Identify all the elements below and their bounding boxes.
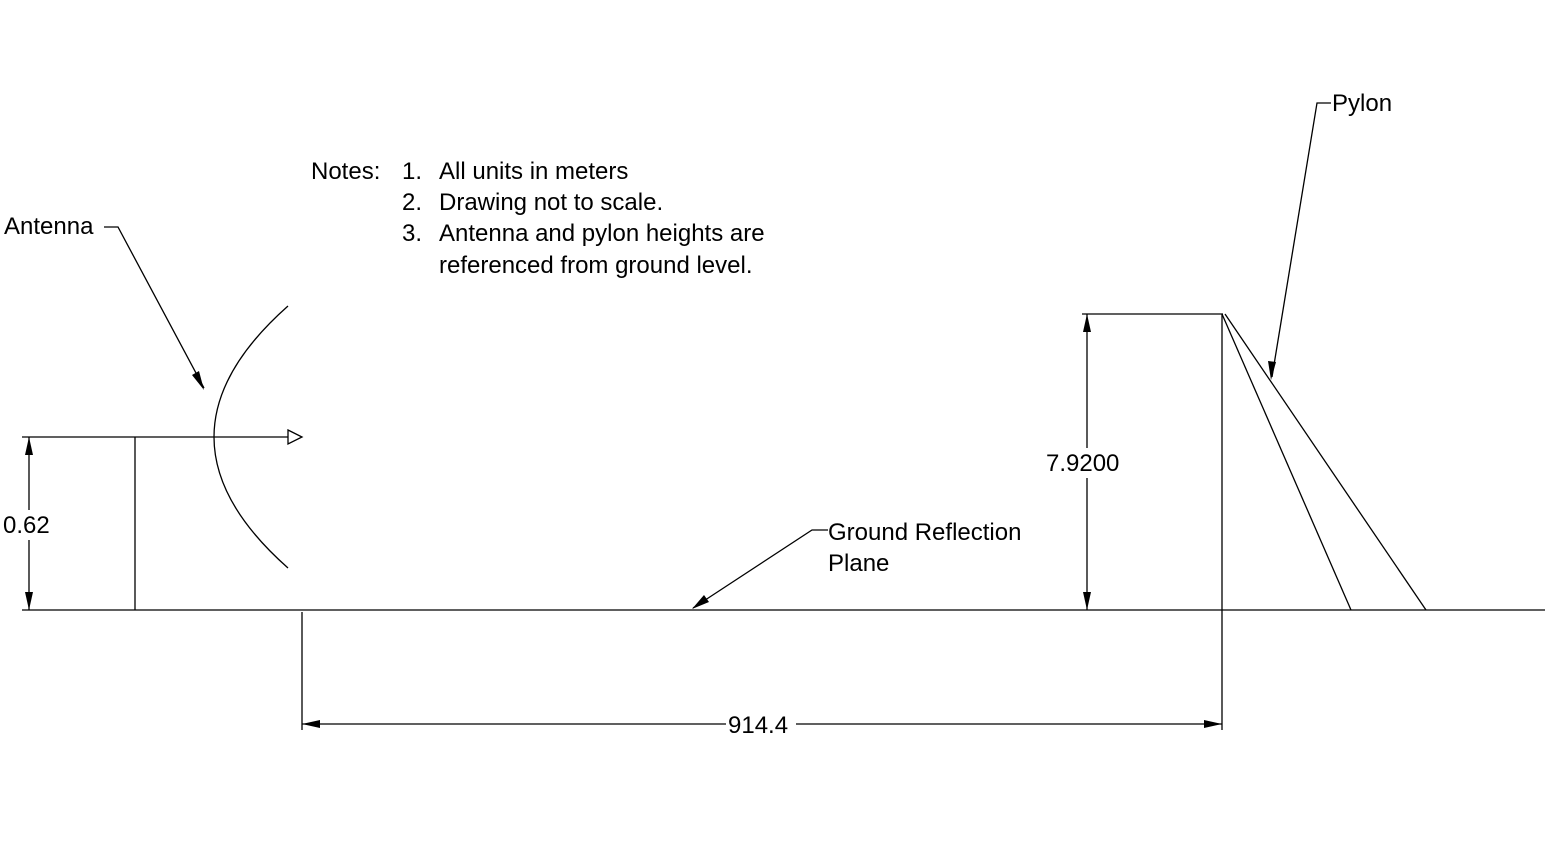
ground-plane-label-line1: Ground Reflection xyxy=(828,519,1021,546)
pylon-label: Pylon xyxy=(1332,90,1392,117)
pylon-leader-arrowhead xyxy=(1268,361,1276,380)
note-2-number: 2. xyxy=(402,189,422,216)
ground-plane-leader xyxy=(692,529,828,609)
boresight-arrowhead xyxy=(287,428,304,446)
pylon-height-label-bg xyxy=(1044,448,1130,478)
pylon-height-arrow-bottom xyxy=(1083,592,1091,610)
notes-heading: Notes: xyxy=(311,158,380,185)
note-2-text: Drawing not to scale. xyxy=(439,189,663,216)
separation-arrow-right xyxy=(1204,720,1222,728)
antenna-leader xyxy=(104,226,205,389)
pylon-height-arrow-top xyxy=(1083,314,1091,332)
pylon-front-edge xyxy=(1221,313,1352,611)
note-1-number: 1. xyxy=(402,158,422,185)
antenna-label: Antenna xyxy=(4,213,94,240)
antenna-height-arrow-top xyxy=(25,437,33,455)
pylon-back-edge xyxy=(1224,313,1427,611)
separation-value: 914.4 xyxy=(728,712,788,739)
note-3-number: 3. xyxy=(402,220,422,247)
separation-arrow-left xyxy=(302,720,320,728)
ground-plane-leader-arrowhead xyxy=(692,595,709,609)
ground-plane-label-line2: Plane xyxy=(828,550,889,577)
pylon-leader xyxy=(1271,102,1331,378)
separation-label-bg xyxy=(726,710,796,738)
note-1-text: All units in meters xyxy=(439,158,628,185)
antenna-dish-arc xyxy=(213,305,289,569)
note-3-text-line2: referenced from ground level. xyxy=(439,252,753,279)
antenna-leader-arrowhead xyxy=(192,371,204,390)
antenna-height-arrow-bottom xyxy=(25,592,33,610)
note-3-text-line1: Antenna and pylon heights are xyxy=(439,220,765,247)
antenna-height-value: 0.62 xyxy=(3,512,50,539)
antenna-height-label-bg xyxy=(2,510,54,540)
pylon-height-value: 7.9200 xyxy=(1046,450,1119,477)
